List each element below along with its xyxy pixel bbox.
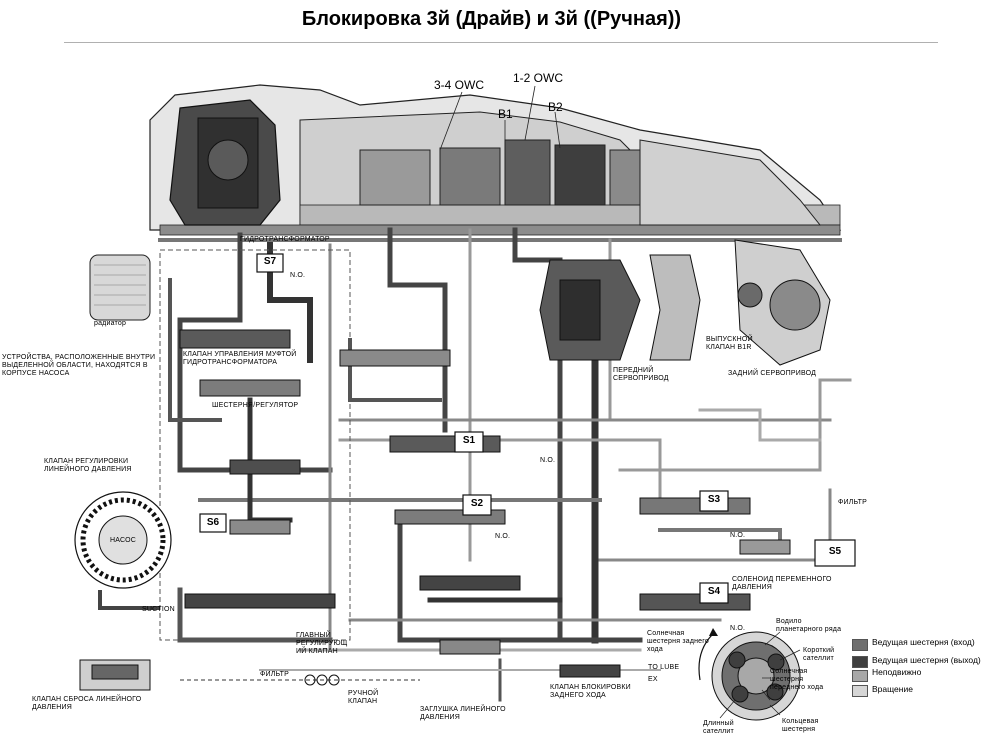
valve-bodies	[179, 329, 791, 678]
forward-sun-gear-label: Солнечная шестерня переднего хода	[770, 668, 824, 691]
filter-bottom-label: ФИЛЬТР	[260, 671, 289, 678]
label-owc34: 3-4 OWC	[434, 78, 485, 92]
label-b1: B1	[498, 107, 513, 121]
front-servo-label: ПЕРЕДНИЙ СЕРВОПРИВОД	[613, 367, 669, 382]
converter-label: ГИДРОТРАНСФОРМАТОР	[240, 236, 330, 243]
label-owc12: 1-2 OWC	[513, 71, 564, 85]
legend-swatch	[852, 685, 868, 697]
solenoid-s4: S4	[707, 586, 721, 597]
page-title: Блокировка 3й (Драйв) и 3й ((Ручная))	[301, 8, 682, 30]
n-o-label: N.O.	[730, 625, 746, 632]
solenoid-s7: S7	[263, 256, 277, 267]
clutch-packs	[359, 139, 822, 226]
reverse-sun-gear-label: Солнечная шестерня заднего хода	[647, 630, 709, 653]
line-plug-label: ЗАГЛУШКА ЛИНЕЙНОГО ДАВЛЕНИЯ	[420, 706, 506, 721]
pump-gear	[74, 491, 172, 610]
legend-swatch	[852, 639, 868, 651]
servo-assemblies	[539, 239, 831, 366]
filter-right-label: ФИЛЬТР	[838, 499, 867, 506]
top-label-leaders	[439, 85, 561, 151]
n-o-label: N.O.	[730, 532, 746, 539]
bottom-components	[79, 659, 420, 691]
legend-swatch	[852, 656, 868, 668]
to-lube-label: TO LUBE	[648, 664, 680, 671]
suction-label: SUCTION	[142, 606, 175, 613]
relief-valve-label: КЛАПАН СБРОСА ЛИНЕЙНОГО ДАВЛЕНИЯ	[32, 696, 142, 711]
n-o-label: N.O.	[540, 457, 556, 464]
reverse-lock-label: КЛАПАН БЛОКИРОВКИ ЗАДНЕГО ХОДА	[550, 684, 631, 699]
short-satellite-label: Короткий сателлит	[803, 647, 835, 662]
pump-label: НАСОС	[110, 537, 136, 544]
solenoid-s3: S3	[707, 494, 721, 505]
torque-converter	[169, 99, 281, 226]
radiator-graphic	[89, 254, 151, 321]
radiator-label: радиатор	[94, 320, 127, 327]
manual-valve-label: РУЧНОЙ КЛАПАН	[348, 690, 379, 705]
exhaust-b1r-label: ВЫПУСКНОЙ КЛАПАН B1R	[706, 336, 753, 351]
label-b2: B2	[548, 100, 563, 114]
n-o-label: N.O.	[495, 533, 511, 540]
legend-label: Ведущая шестерня (выход)	[872, 655, 981, 665]
planetary-leaders	[719, 631, 801, 719]
title-divider	[64, 42, 938, 43]
solenoid-s6: S6	[206, 517, 220, 528]
main-regulator-label: ГЛАВНЫЙ РЕГУЛИРУЮЩ ИЙ КЛАПАН	[296, 632, 348, 655]
n-o-label: N.O.	[290, 272, 306, 279]
legend-label: Вращение	[872, 684, 913, 694]
solenoid-s2: S2	[470, 498, 484, 509]
legend-label: Ведущая шестерня (вход)	[872, 637, 975, 647]
solenoid-boxes	[199, 253, 856, 604]
exhaust-label: EX	[648, 676, 658, 683]
rear-servo-label: ЗАДНИЙ СЕРВОПРИВОД	[728, 370, 817, 377]
converter-clutch-valve-label: КЛАПАН УПРАВЛЕНИЯ МУФТОЙ ГИДРОТРАНСФОРМА…	[183, 351, 297, 366]
legend-swatch	[852, 670, 868, 682]
planet-carrier-label: Водило планетарного ряда	[776, 618, 842, 633]
planetary-gearset	[698, 628, 801, 721]
line-pressure-regulator-label: КЛАПАН РЕГУЛИРОВКИ ЛИНЕЙНОГО ДАВЛЕНИЯ	[44, 458, 132, 473]
pump-housing-outline	[159, 249, 351, 641]
solenoid-s5: S5	[828, 546, 842, 557]
gear-pos-label: ШЕСТЕРНЯ/РЕГУЛЯТОР	[212, 402, 299, 409]
solenoid-s1: S1	[462, 435, 476, 446]
long-satellite-label: Длинный сателлит	[703, 720, 734, 735]
legend-label: Неподвижно	[872, 667, 922, 677]
variable-solenoid-label: СОЛЕНОИД ПЕРЕМЕННОГО ДАВЛЕНИЯ	[732, 576, 832, 591]
pump-area-note: УСТРОЙСТВА, РАСПОЛОЖЕННЫЕ ВНУТРИ ВЫДЕЛЕН…	[2, 354, 156, 377]
ring-gear-label: Кольцевая шестерня	[782, 718, 819, 733]
